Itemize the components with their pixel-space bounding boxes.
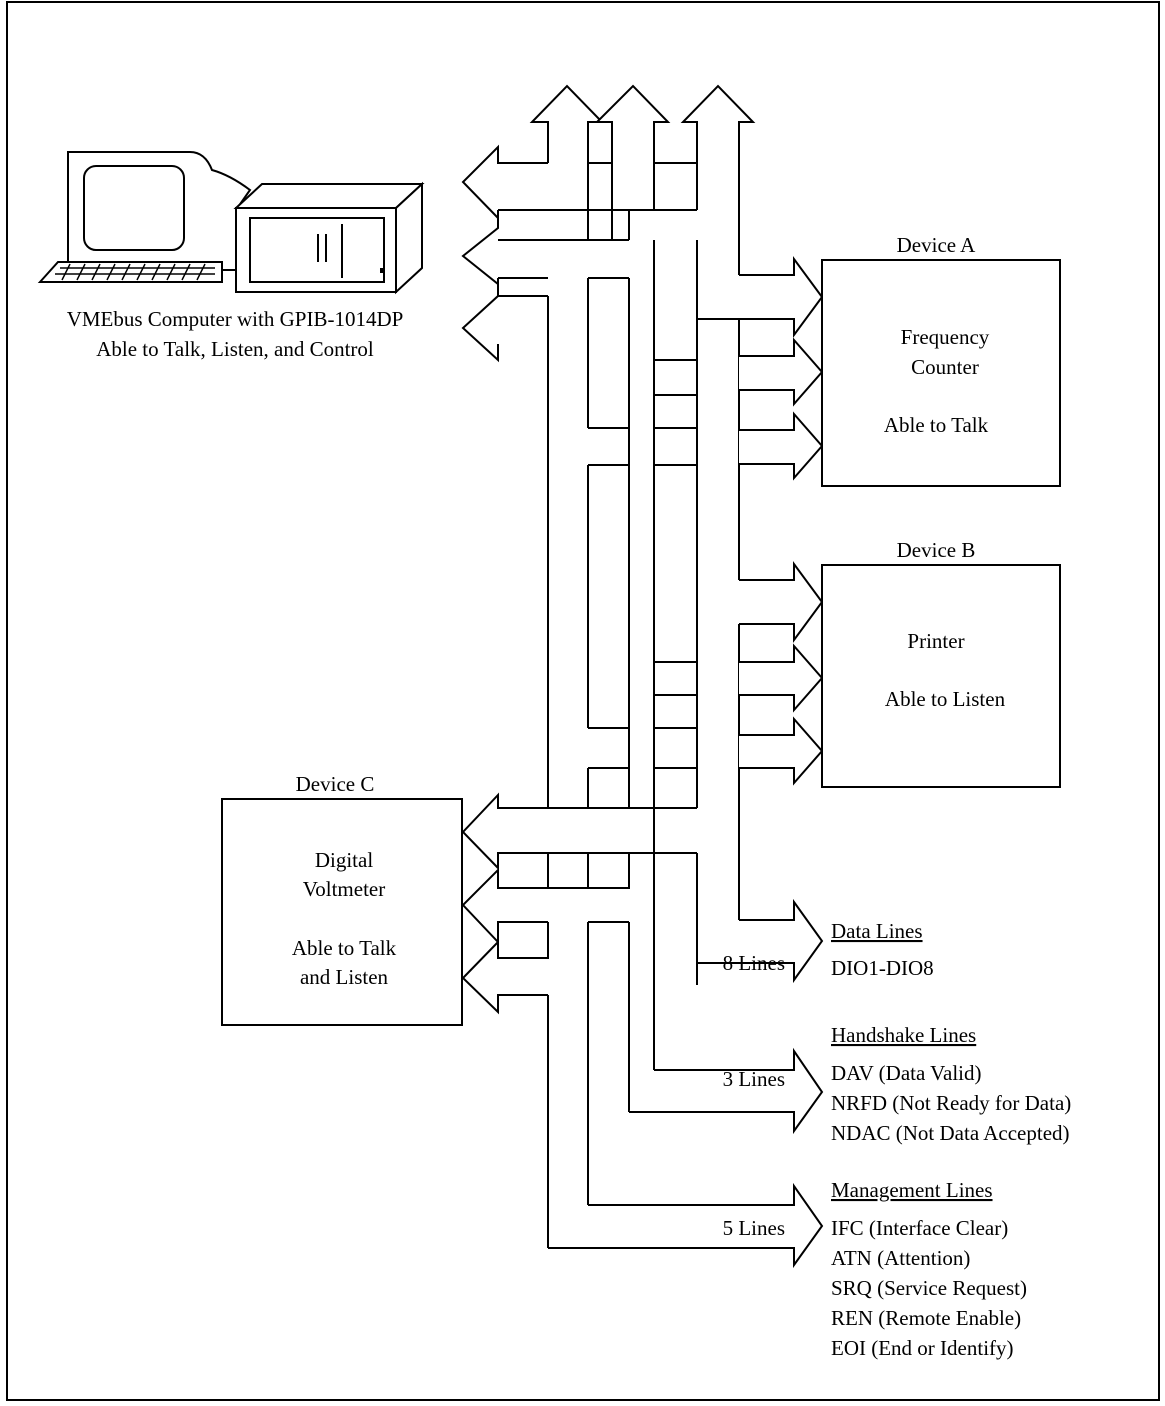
device-b-line2: Able to Listen xyxy=(885,687,1006,711)
handshake-lines-item-3: NDAC (Not Data Accepted) xyxy=(831,1121,1070,1145)
device-a-box xyxy=(821,259,1061,487)
handshake-lines-title: Handshake Lines xyxy=(831,1023,976,1047)
data-lines-item-1: DIO1-DIO8 xyxy=(831,956,934,980)
data-lines-title: Data Lines xyxy=(831,919,923,943)
handshake-lines-item-2: NRFD (Not Ready for Data) xyxy=(831,1091,1071,1115)
device-a-line3: Able to Talk xyxy=(884,413,989,437)
management-lines-item-2: ATN (Attention) xyxy=(831,1246,970,1270)
device-b-header: Device B xyxy=(897,538,976,562)
device-a-header: Device A xyxy=(897,233,977,257)
management-lines-item-3: SRQ (Service Request) xyxy=(831,1276,1027,1300)
handshake-lines-count: 3 Lines xyxy=(723,1067,785,1091)
device-c-line1: Digital xyxy=(315,848,373,872)
management-lines-item-5: EOI (End or Identify) xyxy=(831,1336,1014,1360)
device-a-line1: Frequency xyxy=(901,325,990,349)
device-c-line3: Able to Talk xyxy=(292,936,397,960)
gpib-bus-detail xyxy=(455,80,835,1269)
device-c-line4: and Listen xyxy=(300,965,389,989)
computer-caption-1: VMEbus Computer with GPIB-1014DP xyxy=(67,307,404,331)
management-lines-item-1: IFC (Interface Clear) xyxy=(831,1216,1008,1240)
device-b-line1: Printer xyxy=(907,629,964,653)
device-c-box xyxy=(221,798,463,1026)
computer-icon xyxy=(37,151,425,295)
management-lines-count: 5 Lines xyxy=(723,1216,785,1240)
computer-caption-2: Able to Talk, Listen, and Control xyxy=(96,337,374,361)
data-lines-count: 8 Lines xyxy=(723,951,785,975)
management-lines-item-4: REN (Remote Enable) xyxy=(831,1306,1021,1330)
management-lines-title: Management Lines xyxy=(831,1178,993,1202)
device-c-header: Device C xyxy=(296,772,375,796)
device-c-line2: Voltmeter xyxy=(303,877,385,901)
device-b-box xyxy=(821,564,1061,788)
device-a-line2: Counter xyxy=(911,355,979,379)
handshake-lines-item-1: DAV (Data Valid) xyxy=(831,1061,982,1085)
